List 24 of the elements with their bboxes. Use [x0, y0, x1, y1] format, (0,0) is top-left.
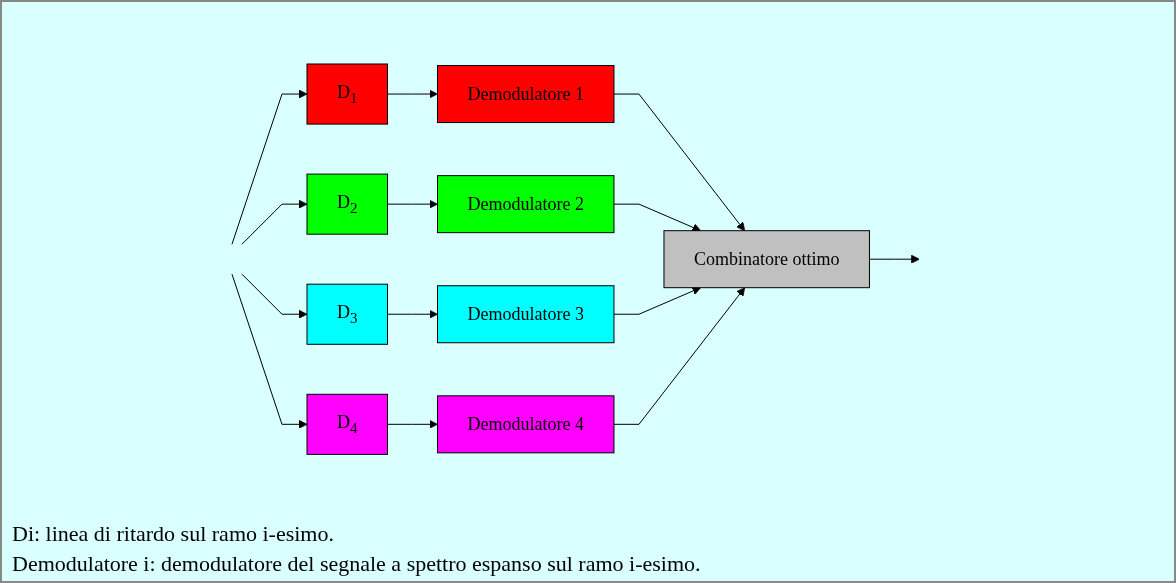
arrow	[613, 287, 745, 426]
node-box: Demodulatore 1	[436, 65, 615, 124]
arrow	[386, 200, 438, 209]
arrow	[241, 274, 308, 319]
node-box: D$_{1}$	[306, 63, 388, 125]
arrow	[241, 200, 308, 245]
arrow	[386, 89, 438, 99]
arrow	[613, 93, 745, 232]
note-text: Di: linea di ritardo sul ramo i-esimo.	[12, 521, 335, 547]
note-text: Demodulatore i: demodulatore del segnale a spettro espanso sul ramo i-esimo.	[12, 551, 702, 577]
node-box: D$_{4}$	[306, 394, 388, 456]
arrow	[386, 420, 438, 430]
arrow	[386, 310, 438, 319]
arrow	[613, 203, 701, 232]
node-box: Combinatore ottimo	[663, 230, 870, 289]
arrow	[231, 274, 308, 430]
arrow	[613, 287, 701, 316]
node-box: Demodulatore 3	[436, 285, 615, 344]
arrow	[231, 89, 308, 245]
node-box: D$_{3}$	[306, 284, 388, 346]
arrow	[868, 255, 920, 264]
node-box: Demodulatore 4	[436, 395, 615, 454]
node-box: Demodulatore 2	[436, 175, 615, 234]
node-box: D$_{2}$	[306, 173, 388, 235]
